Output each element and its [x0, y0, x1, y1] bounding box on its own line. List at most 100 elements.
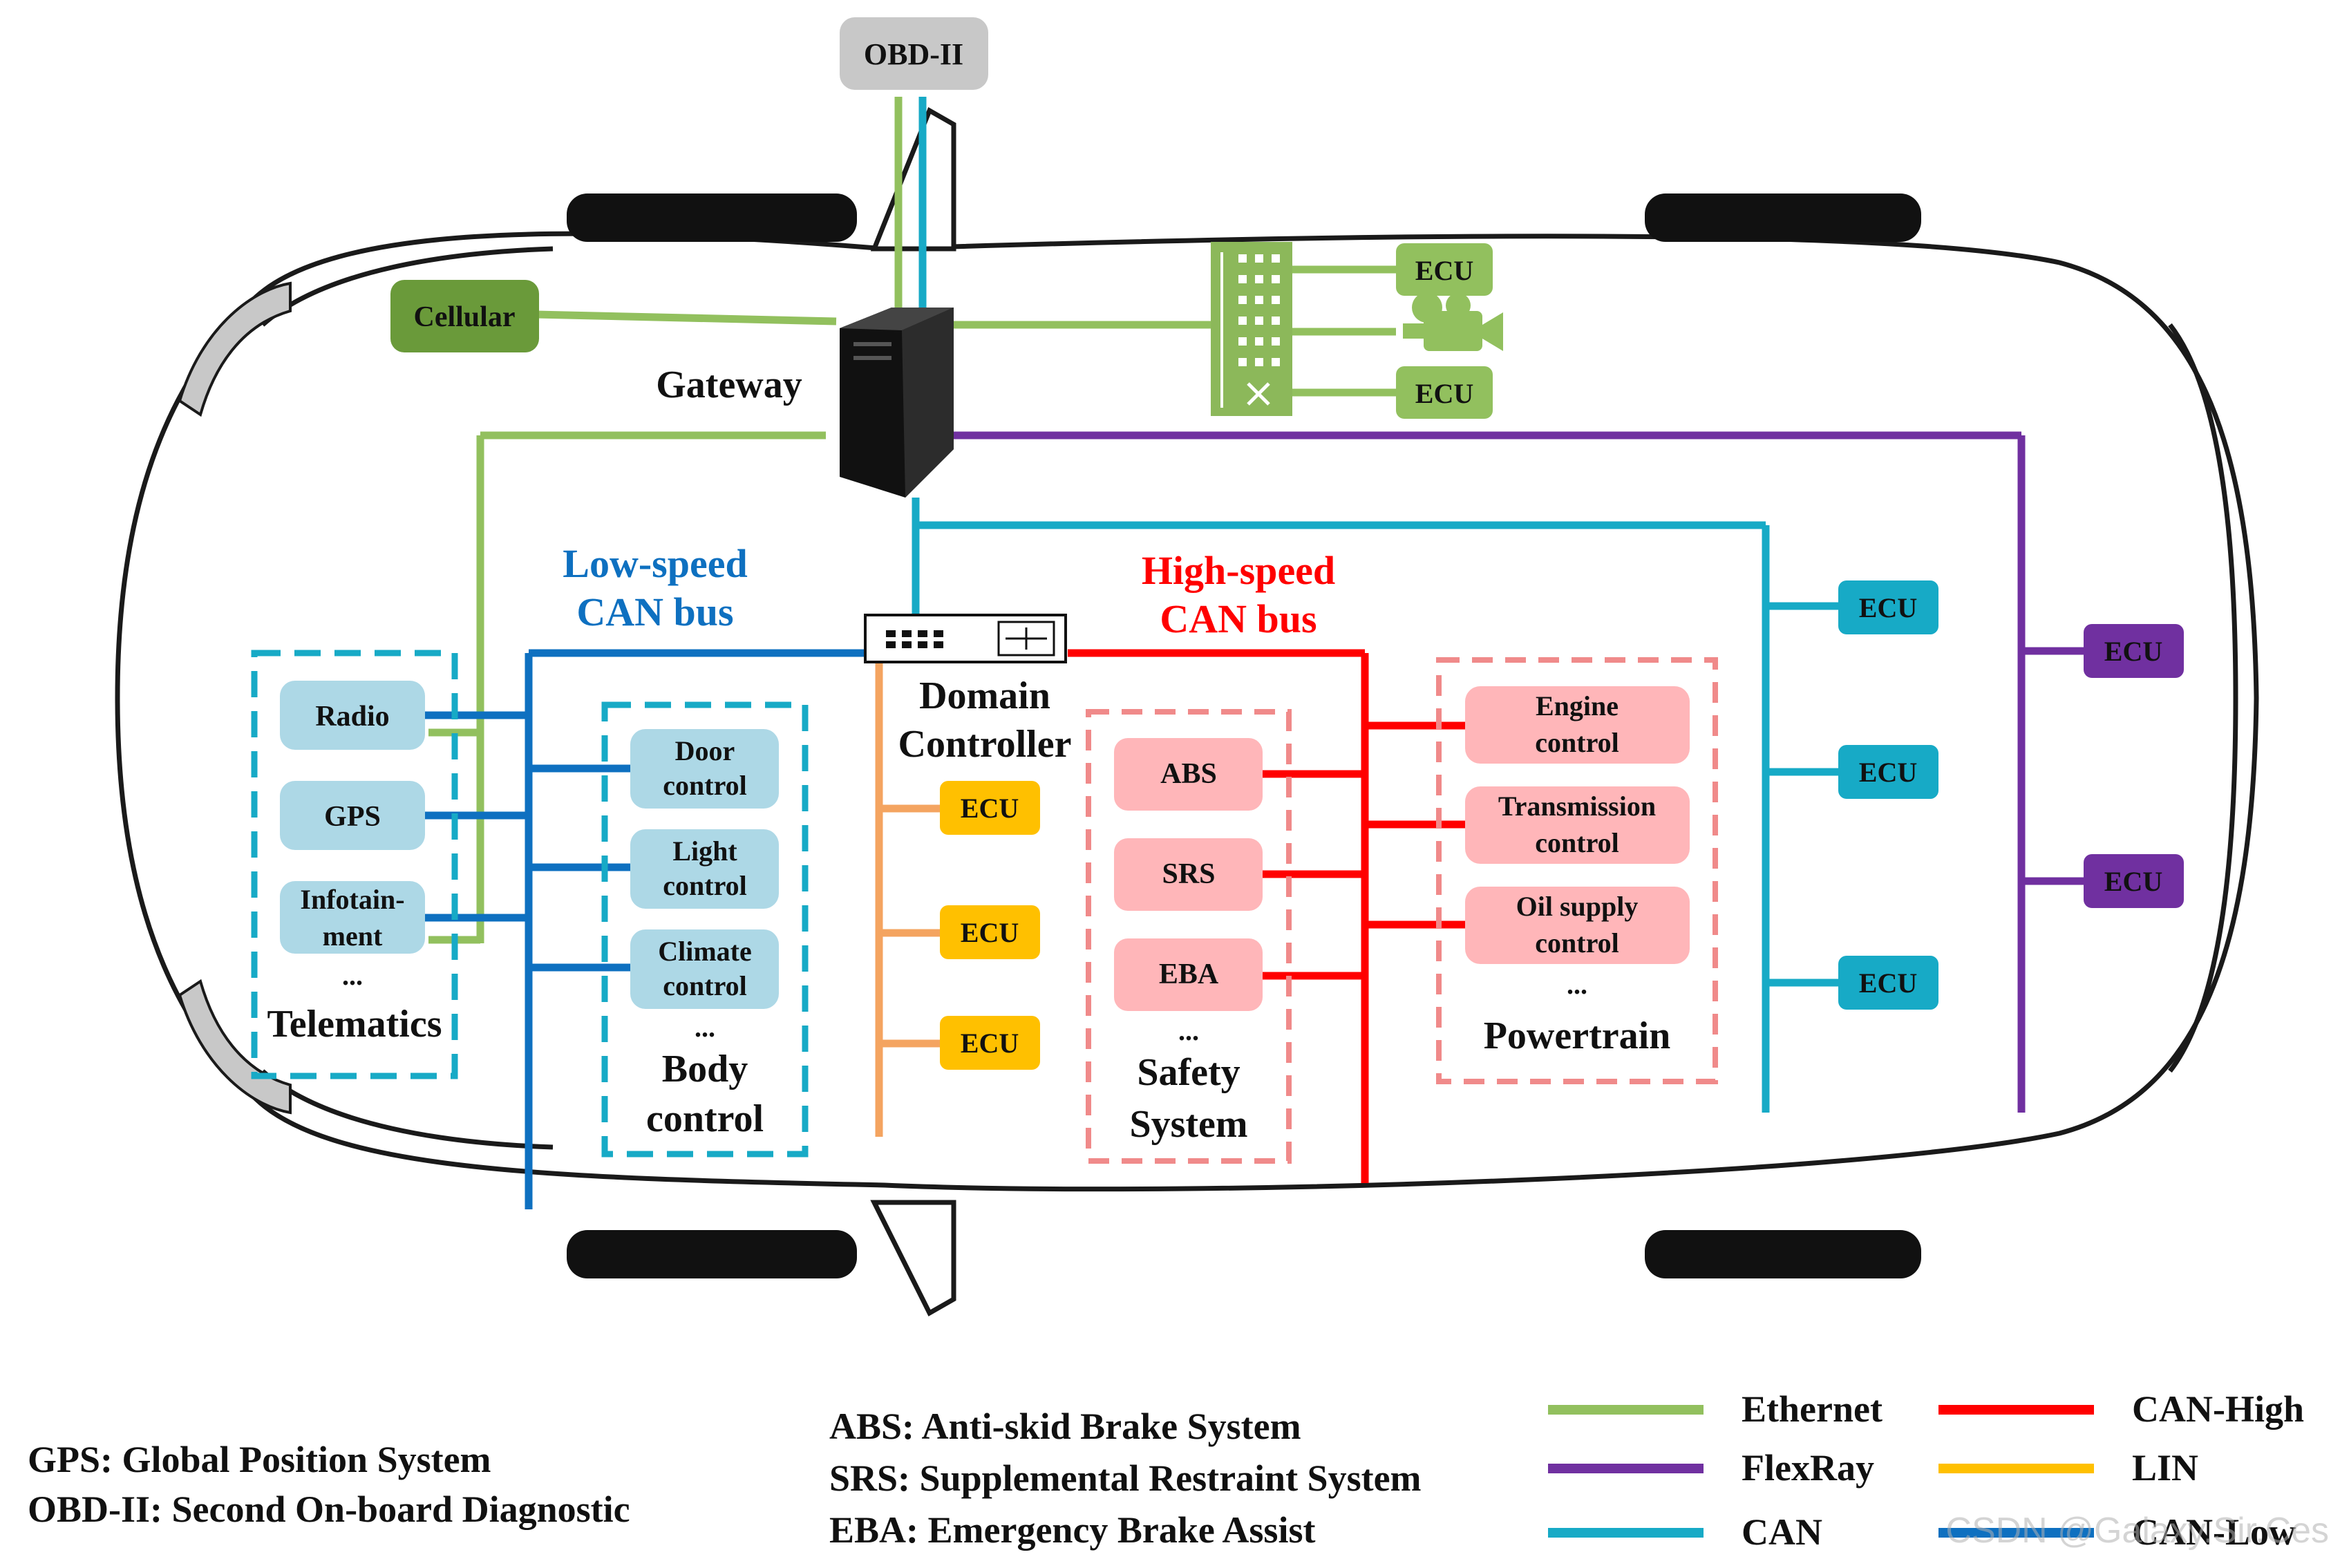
domain-controller-icon[interactable]: [864, 614, 1067, 663]
gps-node[interactable]: [280, 781, 425, 850]
camera-icon[interactable]: [1403, 292, 1503, 351]
ecu-lin-2-label: ECU: [961, 917, 1019, 948]
body-control-ellipsis: ...: [695, 1012, 715, 1043]
ecu-lin-3-label: ECU: [961, 1028, 1019, 1059]
telematics-ellipsis: ...: [342, 960, 363, 991]
legend-label-flexray: FlexRay: [1742, 1447, 1874, 1489]
cellular-label: Cellular: [414, 301, 516, 333]
light-control-node[interactable]: [630, 829, 779, 909]
ecu-flexray-1[interactable]: [2084, 624, 2184, 678]
legend-label-can-low: CAN-Low: [2132, 1511, 2296, 1553]
safety-label-1: Safety: [1137, 1051, 1240, 1094]
watermark: CSDN @Galaxy.Sir.Ces: [1945, 1511, 2329, 1551]
door-control-node[interactable]: [630, 729, 779, 809]
ecu-can-2[interactable]: [1838, 745, 1938, 799]
mirror-top: [870, 106, 956, 252]
oil-supply-control-label-1: Oil supply: [1516, 891, 1639, 922]
transmission-control-label-2: control: [1535, 827, 1619, 858]
high-speed-bus-label-2: CAN bus: [1160, 596, 1317, 641]
abs-label: ABS: [1160, 758, 1217, 790]
infotainment-node[interactable]: [280, 881, 425, 954]
engine-control-label-1: Engine: [1536, 690, 1619, 721]
legend-label-can: CAN: [1742, 1511, 1822, 1553]
powertrain-group-box: [1436, 657, 1718, 1084]
high-speed-bus-label-1: High-speed: [1142, 548, 1335, 593]
oil-supply-control-node[interactable]: [1465, 887, 1690, 964]
ecu-green-1[interactable]: [1396, 243, 1493, 296]
can-high-lines: [1068, 649, 1469, 1183]
low-speed-bus-label-2: CAN bus: [576, 589, 733, 634]
ecu-flexray-2[interactable]: [2084, 854, 2184, 908]
ecu-lin-1[interactable]: [940, 781, 1040, 835]
domain-controller-label-2: Controller: [898, 723, 1072, 766]
wheel-rear-left: [1645, 193, 1921, 242]
cellular-node[interactable]: [390, 280, 539, 352]
infotainment-label-1: Infotain-: [300, 884, 404, 915]
domain-controller-label-1: Domain: [919, 674, 1050, 717]
ecu-can-1-label: ECU: [1859, 592, 1917, 623]
can-lines: [912, 97, 1838, 1113]
srs-node[interactable]: [1114, 838, 1263, 911]
abbr-gps: GPS: Global Position System: [28, 1439, 491, 1480]
ecu-lin-1-label: ECU: [961, 793, 1019, 824]
ecu-can-2-label: ECU: [1859, 757, 1917, 788]
obd-label: OBD-II: [864, 37, 963, 71]
ecu-flexray-1-label: ECU: [2104, 636, 2162, 667]
ethernet-switch-icon[interactable]: [1211, 242, 1292, 416]
ecu-green-2[interactable]: [1396, 366, 1493, 419]
ecu-can-1[interactable]: [1838, 580, 1938, 634]
climate-control-label-1: Climate: [658, 936, 752, 967]
mirror-bottom: [870, 1200, 956, 1316]
telematics-group-box: [251, 650, 458, 1079]
lin-lines: [875, 663, 940, 1137]
ecu-green-1-label: ECU: [1415, 255, 1473, 286]
low-speed-bus-label-1: Low-speed: [563, 541, 747, 586]
obd-node[interactable]: [840, 17, 988, 90]
light-control-label-1: Light: [672, 835, 737, 867]
radio-node[interactable]: [280, 681, 425, 750]
ethernet-lines: [428, 97, 1396, 944]
safety-ellipsis: ...: [1178, 1015, 1199, 1046]
transmission-control-label-1: Transmission: [1498, 791, 1656, 822]
abs-node[interactable]: [1114, 738, 1263, 811]
eba-node[interactable]: [1114, 938, 1263, 1011]
safety-label-2: System: [1129, 1103, 1247, 1146]
engine-control-label-2: control: [1535, 727, 1619, 758]
abbr-abs: ABS: Anti-skid Brake System: [829, 1406, 1301, 1447]
ecu-lin-3[interactable]: [940, 1016, 1040, 1070]
infotainment-label-2: ment: [323, 920, 383, 952]
can-low-lines: [425, 649, 867, 1209]
climate-control-label-2: control: [663, 970, 746, 1001]
ecu-can-3-label: ECU: [1859, 967, 1917, 999]
gps-label: GPS: [324, 801, 381, 833]
powertrain-label: Powertrain: [1484, 1014, 1671, 1057]
body-control-label-1: Body: [662, 1048, 748, 1090]
flexray-lines: [947, 431, 2087, 1113]
headlight-top: [178, 281, 292, 417]
gateway-icon[interactable]: [840, 308, 954, 498]
abbr-eba: EBA: Emergency Brake Assist: [829, 1509, 1315, 1551]
body-control-group-box: [601, 701, 809, 1158]
climate-control-node[interactable]: [630, 929, 779, 1009]
engine-control-node[interactable]: [1465, 686, 1690, 764]
wheel-front-right: [567, 1230, 857, 1278]
telematics-label: Telematics: [267, 1003, 442, 1046]
legend-label-can-high: CAN-High: [2132, 1388, 2304, 1430]
headlight-bottom: [178, 979, 292, 1115]
transmission-control-node[interactable]: [1465, 786, 1690, 864]
eba-label: EBA: [1159, 958, 1219, 990]
wheel-rear-right: [1645, 1230, 1921, 1278]
ecu-can-3[interactable]: [1838, 956, 1938, 1010]
oil-supply-control-label-2: control: [1535, 927, 1619, 958]
ecu-flexray-2-label: ECU: [2104, 866, 2162, 897]
ecu-green-2-label: ECU: [1415, 378, 1473, 409]
body-control-label-2: control: [646, 1097, 764, 1140]
powertrain-ellipsis: ...: [1567, 969, 1587, 1000]
ecu-lin-2[interactable]: [940, 905, 1040, 959]
legend: Ethernet FlexRay CAN CAN-High LIN CAN-Lo…: [1548, 1388, 2304, 1553]
legend-label-lin: LIN: [2132, 1447, 2198, 1489]
door-control-label-1: Door: [675, 735, 735, 766]
abbr-srs: SRS: Supplemental Restraint System: [829, 1457, 1422, 1499]
srs-label: SRS: [1162, 858, 1215, 890]
